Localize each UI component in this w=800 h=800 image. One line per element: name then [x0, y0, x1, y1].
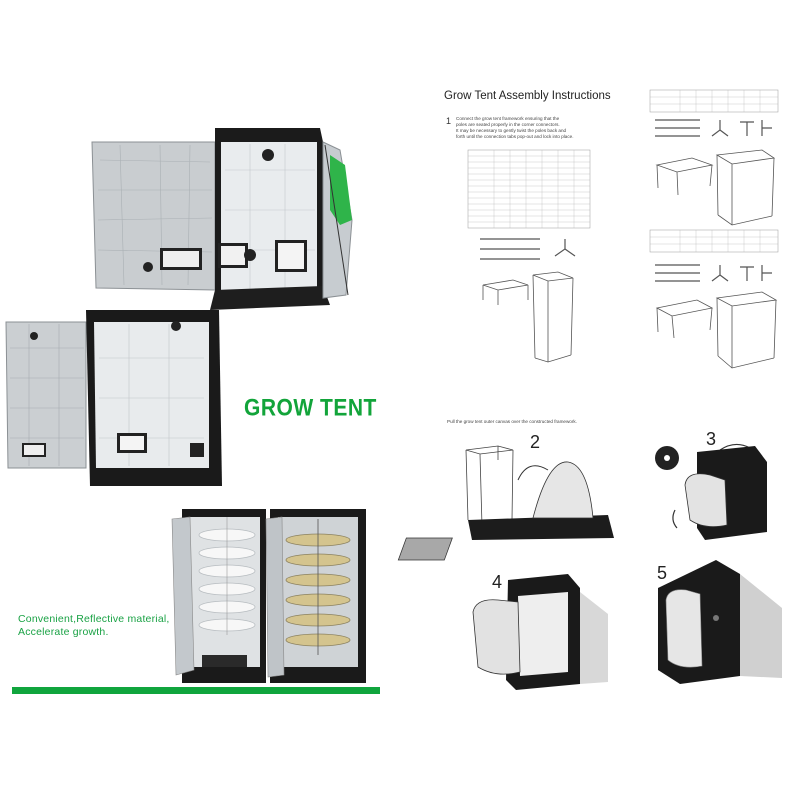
- framework-diagram-1: [482, 271, 574, 363]
- poles-diagram-3: [655, 264, 772, 282]
- tent-canvas-diagram-2: [397, 445, 614, 561]
- step-1-number: 1: [446, 116, 452, 126]
- tent-canvas-diagram-4: [472, 574, 608, 690]
- step-5-number: 5: [657, 563, 668, 583]
- grow-tent-photo-1: [91, 128, 353, 310]
- step-4-number: 4: [492, 572, 503, 592]
- spec-table-3: [649, 229, 779, 253]
- tent-canvas-diagram-5: [658, 560, 782, 684]
- step-1-line: poles are seated properly in the corner …: [456, 122, 560, 127]
- instructions-title: Grow Tent Assembly Instructions: [444, 90, 611, 102]
- poles-diagram-2: [655, 119, 772, 137]
- step-1-line: forth until the connection tabs pop-out …: [456, 134, 574, 139]
- step-1-text: Connect the grow tent framework ensuring…: [456, 116, 611, 140]
- slogan: Convenient,Reflective material, Accelera…: [18, 613, 170, 639]
- slogan-line-1: Convenient,Reflective material,: [18, 613, 170, 625]
- spec-table-1: [467, 149, 591, 229]
- step-3-number: 3: [706, 429, 717, 449]
- poles-diagram-1: [480, 238, 576, 260]
- tent-canvas-diagram-3: [655, 443, 767, 540]
- framework-diagram-2: [655, 149, 776, 226]
- step-2-number: 2: [530, 432, 541, 452]
- pull-canvas-text: Pull the grow tent outer canvas over the…: [447, 419, 577, 424]
- grow-tent-photo-3: [171, 509, 366, 683]
- step-1-line: It may be necessary to gently twist the …: [456, 128, 567, 133]
- slogan-line-2: Accelerate growth.: [18, 626, 109, 638]
- step-1-line: Connect the grow tent framework ensuring…: [456, 116, 560, 121]
- green-divider: [12, 687, 380, 694]
- framework-diagram-3: [655, 291, 778, 369]
- grow-tent-photo-2: [5, 310, 222, 486]
- spec-table-2: [649, 89, 779, 113]
- headline: GROW TENT: [244, 395, 377, 422]
